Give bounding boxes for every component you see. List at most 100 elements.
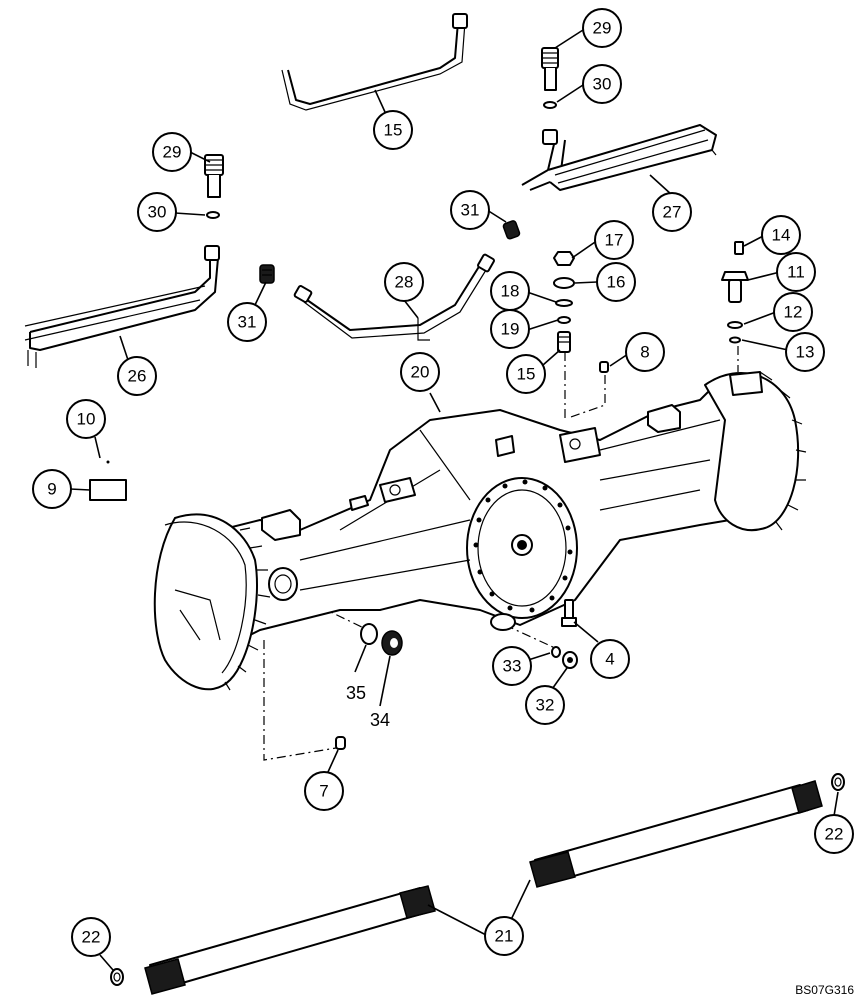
part-30-oring-left bbox=[206, 211, 220, 219]
part-16-washer bbox=[553, 277, 575, 289]
callout-22-left: 22 bbox=[71, 917, 111, 957]
part-8-plug bbox=[599, 361, 609, 373]
svg-text:13: 13 bbox=[796, 343, 815, 362]
svg-text:18: 18 bbox=[501, 282, 520, 301]
part-13-seal bbox=[729, 336, 741, 344]
part-18-seal bbox=[555, 299, 573, 307]
callout-29-left: 29 bbox=[152, 132, 192, 172]
part-22-washer-right bbox=[831, 773, 845, 791]
callout-18: 18 bbox=[490, 271, 530, 311]
callout-29-right: 29 bbox=[582, 8, 622, 48]
part-19-oring bbox=[557, 316, 571, 324]
part-11-adapter bbox=[721, 271, 749, 303]
svg-text:21: 21 bbox=[495, 927, 514, 946]
svg-text:14: 14 bbox=[772, 226, 791, 245]
callout-13: 13 bbox=[785, 332, 825, 372]
part-29-fitting-left bbox=[204, 154, 224, 198]
part-12-oring bbox=[727, 321, 743, 329]
callout-4: 4 bbox=[590, 639, 630, 679]
part-21-axle-shaft-left bbox=[144, 885, 436, 995]
callout-30-right: 30 bbox=[582, 64, 622, 104]
callout-34: 34 bbox=[370, 710, 390, 730]
svg-text:19: 19 bbox=[501, 320, 520, 339]
part-29-fitting-right bbox=[541, 47, 559, 91]
callout-12: 12 bbox=[773, 292, 813, 332]
part-20-axle-housing bbox=[153, 371, 807, 691]
svg-text:26: 26 bbox=[128, 367, 147, 386]
callout-17: 17 bbox=[594, 220, 634, 260]
part-27-tube-assembly bbox=[521, 124, 717, 191]
svg-text:11: 11 bbox=[787, 263, 805, 282]
part-22-washer-left bbox=[110, 968, 124, 986]
callout-33: 33 bbox=[492, 646, 532, 686]
part-15-breather bbox=[557, 331, 571, 353]
svg-text:7: 7 bbox=[319, 782, 328, 801]
callout-7: 7 bbox=[304, 771, 344, 811]
svg-text:29: 29 bbox=[593, 19, 612, 38]
svg-text:10: 10 bbox=[77, 410, 96, 429]
callout-26: 26 bbox=[117, 356, 157, 396]
callout-22-right: 22 bbox=[814, 814, 854, 854]
part-4-bolt bbox=[561, 599, 577, 627]
part-26-tube-assembly bbox=[24, 245, 220, 368]
svg-text:12: 12 bbox=[784, 303, 803, 322]
part-30-oring-right bbox=[543, 101, 557, 109]
part-14-plug bbox=[734, 241, 744, 255]
part-21-axle-shaft-right bbox=[529, 780, 823, 888]
svg-text:17: 17 bbox=[605, 231, 624, 250]
callout-16: 16 bbox=[596, 262, 636, 302]
callout-28: 28 bbox=[384, 262, 424, 302]
part-32-plug bbox=[562, 651, 578, 669]
callout-19: 19 bbox=[490, 309, 530, 349]
svg-text:22: 22 bbox=[825, 825, 844, 844]
part-31-fitting-left bbox=[259, 264, 275, 284]
svg-text:22: 22 bbox=[82, 928, 101, 947]
part-31-fitting-right bbox=[502, 220, 521, 240]
svg-text:30: 30 bbox=[593, 75, 612, 94]
svg-text:28: 28 bbox=[395, 273, 414, 292]
callout-9: 9 bbox=[32, 469, 72, 509]
centerline-8 bbox=[567, 375, 606, 419]
svg-text:32: 32 bbox=[536, 696, 555, 715]
part-35-washer bbox=[360, 623, 378, 645]
part-9-plate bbox=[89, 479, 127, 501]
callout-14: 14 bbox=[761, 215, 801, 255]
svg-text:16: 16 bbox=[607, 273, 626, 292]
svg-text:31: 31 bbox=[461, 201, 480, 220]
centerline-33 bbox=[504, 624, 556, 649]
centerline-7 bbox=[263, 640, 337, 761]
callout-30-left: 30 bbox=[137, 192, 177, 232]
callout-15-lower: 15 bbox=[506, 354, 546, 394]
svg-text:30: 30 bbox=[148, 203, 167, 222]
drawing-code: BS07G316 bbox=[795, 983, 854, 997]
svg-text:20: 20 bbox=[411, 363, 430, 382]
leader-lines bbox=[69, 29, 839, 971]
callout-32: 32 bbox=[525, 685, 565, 725]
callout-10: 10 bbox=[66, 399, 106, 439]
callout-31-right: 31 bbox=[450, 190, 490, 230]
callout-31-left: 31 bbox=[227, 302, 267, 342]
svg-text:8: 8 bbox=[640, 343, 649, 362]
part-7-dowel bbox=[335, 736, 346, 750]
callout-11: 11 bbox=[776, 252, 816, 292]
part-10-rivet bbox=[106, 460, 110, 464]
svg-text:27: 27 bbox=[663, 203, 682, 222]
part-28-hydraulic-line bbox=[293, 253, 495, 341]
callout-8: 8 bbox=[625, 332, 665, 372]
callout-15-upper: 15 bbox=[373, 110, 413, 150]
callout-35: 35 bbox=[346, 683, 366, 703]
part-17-nut bbox=[553, 251, 575, 266]
svg-text:4: 4 bbox=[605, 650, 614, 669]
part-34-plug bbox=[381, 630, 403, 656]
svg-text:9: 9 bbox=[47, 480, 56, 499]
svg-text:33: 33 bbox=[503, 657, 522, 676]
svg-text:15: 15 bbox=[384, 121, 403, 140]
svg-text:31: 31 bbox=[238, 313, 257, 332]
callout-21: 21 bbox=[484, 916, 524, 956]
callout-20: 20 bbox=[400, 352, 440, 392]
diff-bolt-circle bbox=[473, 479, 573, 613]
part-33-washer bbox=[551, 646, 561, 658]
callout-27: 27 bbox=[652, 192, 692, 232]
